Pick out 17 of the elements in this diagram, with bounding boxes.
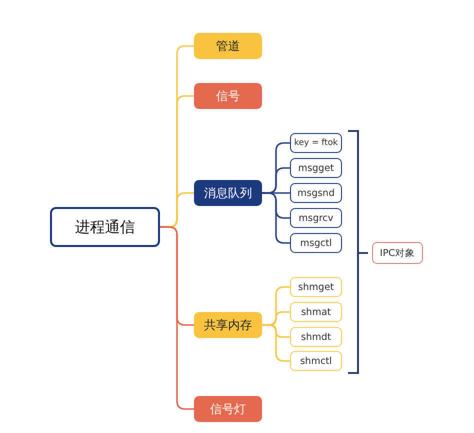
connector-line	[160, 226, 194, 410]
topic-box: 信号灯	[194, 396, 262, 422]
topic-box: 管道	[194, 33, 262, 59]
topic-box: 消息队列	[194, 180, 262, 206]
topic-box: 共享内存	[194, 312, 262, 338]
subtopic-box: msgrcv	[290, 208, 342, 228]
subtopic-box: key = ftok	[290, 133, 342, 153]
topic-box: 信号	[194, 83, 262, 109]
subtopic-box: msgctl	[290, 233, 342, 253]
root-topic-box: 进程通信	[50, 207, 160, 247]
subtopic-box: shmctl	[290, 351, 342, 371]
subtopic-box: shmat	[290, 302, 342, 322]
subtopic-box: shmget	[290, 277, 342, 297]
subtopic-box: msgget	[290, 158, 342, 178]
summary-box: IPC对象	[372, 242, 423, 264]
subtopic-box: msgsnd	[290, 183, 342, 203]
subtopic-box: shmdt	[290, 327, 342, 347]
